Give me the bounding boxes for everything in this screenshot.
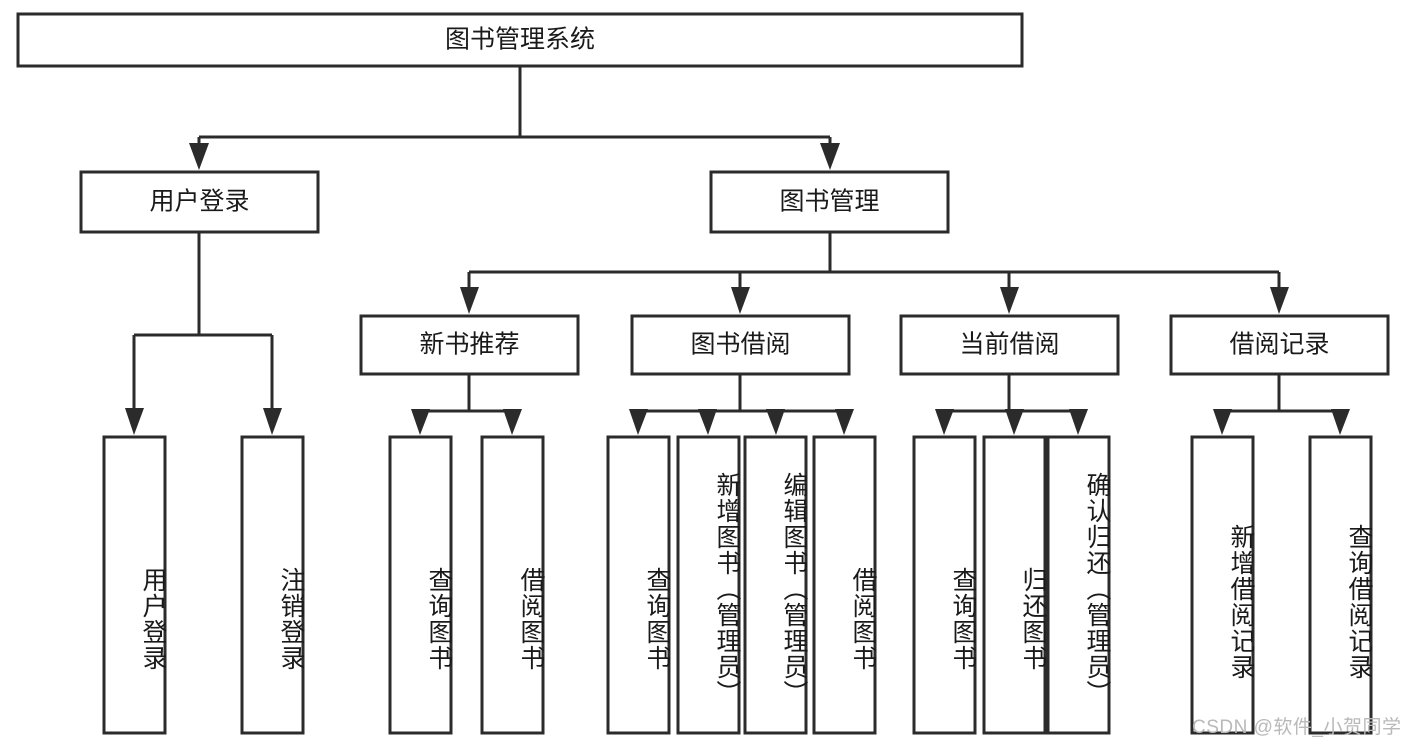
arrow-head-leaf-return-book xyxy=(1005,409,1024,435)
arrow-head-leaf-add-record xyxy=(1213,409,1232,435)
node-box-leaf-borrow-book-rec[interactable] xyxy=(480,435,545,735)
node-box-current-borrow[interactable] xyxy=(899,314,1120,376)
node-box-root[interactable] xyxy=(16,12,1024,68)
arrow-head-leaf-borrow-book-rec xyxy=(503,409,522,435)
node-box-book-borrow[interactable] xyxy=(630,314,851,376)
node-box-new-book-rec[interactable] xyxy=(359,314,580,376)
node-box-leaf-add-book[interactable] xyxy=(676,435,741,735)
arrow-head-leaf-query-record xyxy=(1331,409,1350,435)
connector-group-book-manage xyxy=(460,232,1289,314)
node-label-new-book-rec: 新书推荐 xyxy=(419,331,519,359)
node-box-leaf-user-logout[interactable] xyxy=(240,435,305,735)
node-label-current-borrow: 当前借阅 xyxy=(959,331,1059,359)
node-box-leaf-query-book-borrow[interactable] xyxy=(606,435,671,735)
connector-group-borrow-record xyxy=(1213,374,1350,435)
node-box-user-login[interactable] xyxy=(79,170,320,234)
node-box-leaf-query-book-rec[interactable] xyxy=(388,435,453,735)
connector-group-root xyxy=(189,66,840,170)
arrow-head-leaf-user-login xyxy=(125,408,144,435)
node-label-root: 图书管理系统 xyxy=(445,26,595,54)
arrow-head-leaf-confirm-return xyxy=(1069,409,1088,435)
arrow-head-leaf-user-logout xyxy=(263,408,282,435)
node-box-leaf-return-book[interactable] xyxy=(982,435,1047,735)
node-box-leaf-user-login[interactable] xyxy=(102,435,167,735)
node-box-leaf-query-book-cur[interactable] xyxy=(912,435,977,735)
arrow-head-leaf-query-book-borrow xyxy=(629,409,648,435)
watermark-text: CSDN @软件_小贺同学 xyxy=(1192,717,1402,738)
arrow-head-user-login xyxy=(189,143,209,170)
arrow-head-leaf-edit-book xyxy=(766,409,785,435)
node-label-book-manage: 图书管理 xyxy=(779,188,879,216)
node-box-leaf-query-record[interactable] xyxy=(1308,435,1373,735)
connector-group-current-borrow xyxy=(935,374,1088,435)
connector-group-new-book-rec xyxy=(411,374,522,435)
arrow-head-current-borrow xyxy=(1000,287,1019,314)
node-box-leaf-add-record[interactable] xyxy=(1190,435,1255,735)
node-box-leaf-edit-book[interactable] xyxy=(743,435,808,735)
node-label-book-borrow: 图书借阅 xyxy=(690,331,790,359)
arrow-head-leaf-borrow-book xyxy=(835,409,854,435)
arrow-head-leaf-add-book xyxy=(698,409,717,435)
node-label-borrow-record: 借阅记录 xyxy=(1229,331,1329,359)
node-label-user-login: 用户登录 xyxy=(149,188,249,216)
node-box-leaf-confirm-return[interactable] xyxy=(1046,435,1111,735)
arrow-head-leaf-query-book-rec xyxy=(411,409,430,435)
connector-group-user-login xyxy=(125,232,282,435)
connector-group-book-borrow xyxy=(629,374,854,435)
arrow-head-book-borrow xyxy=(731,287,750,314)
arrow-head-leaf-query-book-cur xyxy=(935,409,954,435)
arrow-head-borrow-record xyxy=(1270,287,1289,314)
node-box-borrow-record[interactable] xyxy=(1169,314,1390,376)
node-box-leaf-borrow-book[interactable] xyxy=(812,435,877,735)
arrow-head-book-manage xyxy=(820,143,840,170)
arrow-head-new-book-rec xyxy=(460,287,479,314)
node-box-book-manage[interactable] xyxy=(709,170,950,234)
